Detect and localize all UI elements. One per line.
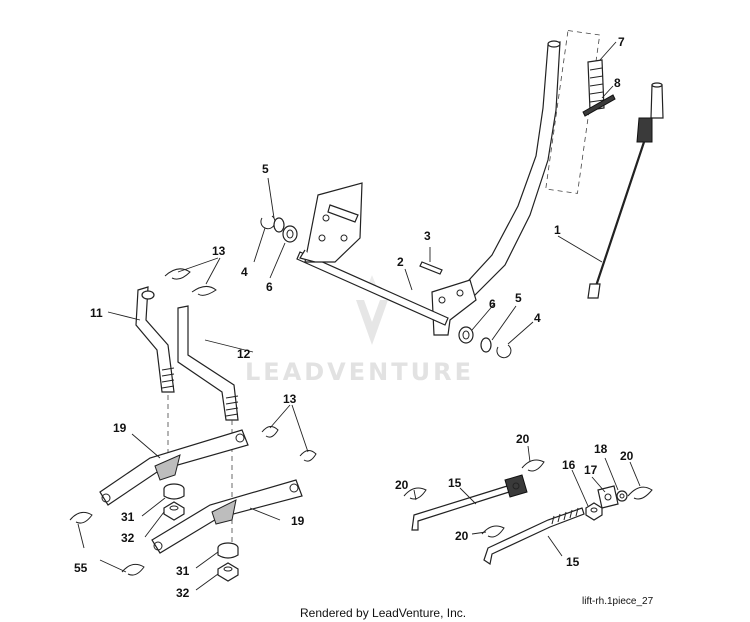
e-ring-right [496,344,512,359]
callout-20-top: 20 [516,432,530,446]
callout-1: 1 [554,223,561,237]
spacer-upper [163,483,185,500]
lift-lever [431,40,561,336]
callout-5-left: 5 [262,162,269,176]
callout-3: 3 [424,229,431,243]
lift-shaft [296,251,449,326]
callout-20-left: 20 [395,478,409,492]
callout-15-lower: 15 [566,555,580,569]
diagram-reference-id: lift-rh.1piece_27 [582,596,654,607]
callout-19-lower: 19 [291,514,305,528]
callout-2: 2 [397,255,404,269]
callout-11: 11 [90,306,103,320]
hairpin-clip-20-left [403,487,427,500]
adjustment-rod-upper [411,474,528,531]
hairpin-clip-55-b [121,563,145,576]
callout-32-lower: 32 [176,586,190,600]
callout-16: 16 [562,458,576,472]
lift-link-left [135,286,175,393]
rendered-by-footer: Rendered by LeadVenture, Inc. [300,606,466,620]
callout-32-upper: 32 [121,531,135,545]
hairpin-clip-20-bottom [481,525,505,538]
hairpin-clip-top-b [191,286,217,296]
nut-upper [163,501,185,521]
callout-12: 12 [237,347,251,361]
hairpin-clip-top-a [164,268,191,280]
callout-4-left: 4 [241,265,248,279]
release-rod [587,82,664,299]
callout-8: 8 [614,76,621,90]
nut-lower [217,562,239,582]
hairpin-clip-20-right [627,486,653,500]
callout-13-mid: 13 [283,392,297,406]
callout-31-upper: 31 [121,510,135,524]
callout-55: 55 [74,561,88,575]
callout-13-top: 13 [212,244,226,258]
callout-17: 17 [584,463,598,477]
e-ring-left [260,215,276,230]
callout-18: 18 [594,442,608,456]
washer-right [480,337,492,353]
spacer-lower [217,542,239,559]
callout-15-upper: 15 [448,476,462,490]
bushing-left [282,225,298,243]
lift-arm-upper [99,429,249,506]
lever-grip [587,59,605,111]
mounting-plate [299,182,363,263]
hairpin-clip-55-a [69,511,93,524]
watermark-text: LEADVENTURE [245,358,474,386]
callout-4-right: 4 [534,311,541,325]
callout-7: 7 [618,35,625,49]
callout-6-right: 6 [489,297,496,311]
hairpin-clip-20-top [521,459,545,472]
adjuster-nut [585,502,603,521]
trunnion [597,485,619,509]
callout-20-right: 20 [620,449,634,463]
callout-5-right: 5 [515,291,522,305]
leader-lines [77,41,641,591]
callout-31-lower: 31 [176,564,190,578]
washer-left [273,217,285,233]
bushing-right [458,326,474,344]
callout-6-left: 6 [266,280,273,294]
lift-arm-lower [151,479,303,554]
spring-pin [582,94,616,117]
callout-19-upper: 19 [113,421,127,435]
callout-20-bottom: 20 [455,529,469,543]
hairpin-clip-mid-a [261,426,279,438]
clevis-pin [419,261,443,275]
leadventure-watermark-logo: LEADVENTURE [245,275,474,386]
lock-washer [616,490,628,502]
callout-labels: 1 2 3 4 4 5 5 6 6 7 8 11 12 13 13 15 15 … [74,35,634,600]
adjustment-rod-lower [483,507,585,565]
lift-link-right [177,305,239,421]
hairpin-clip-mid-b [299,450,317,462]
